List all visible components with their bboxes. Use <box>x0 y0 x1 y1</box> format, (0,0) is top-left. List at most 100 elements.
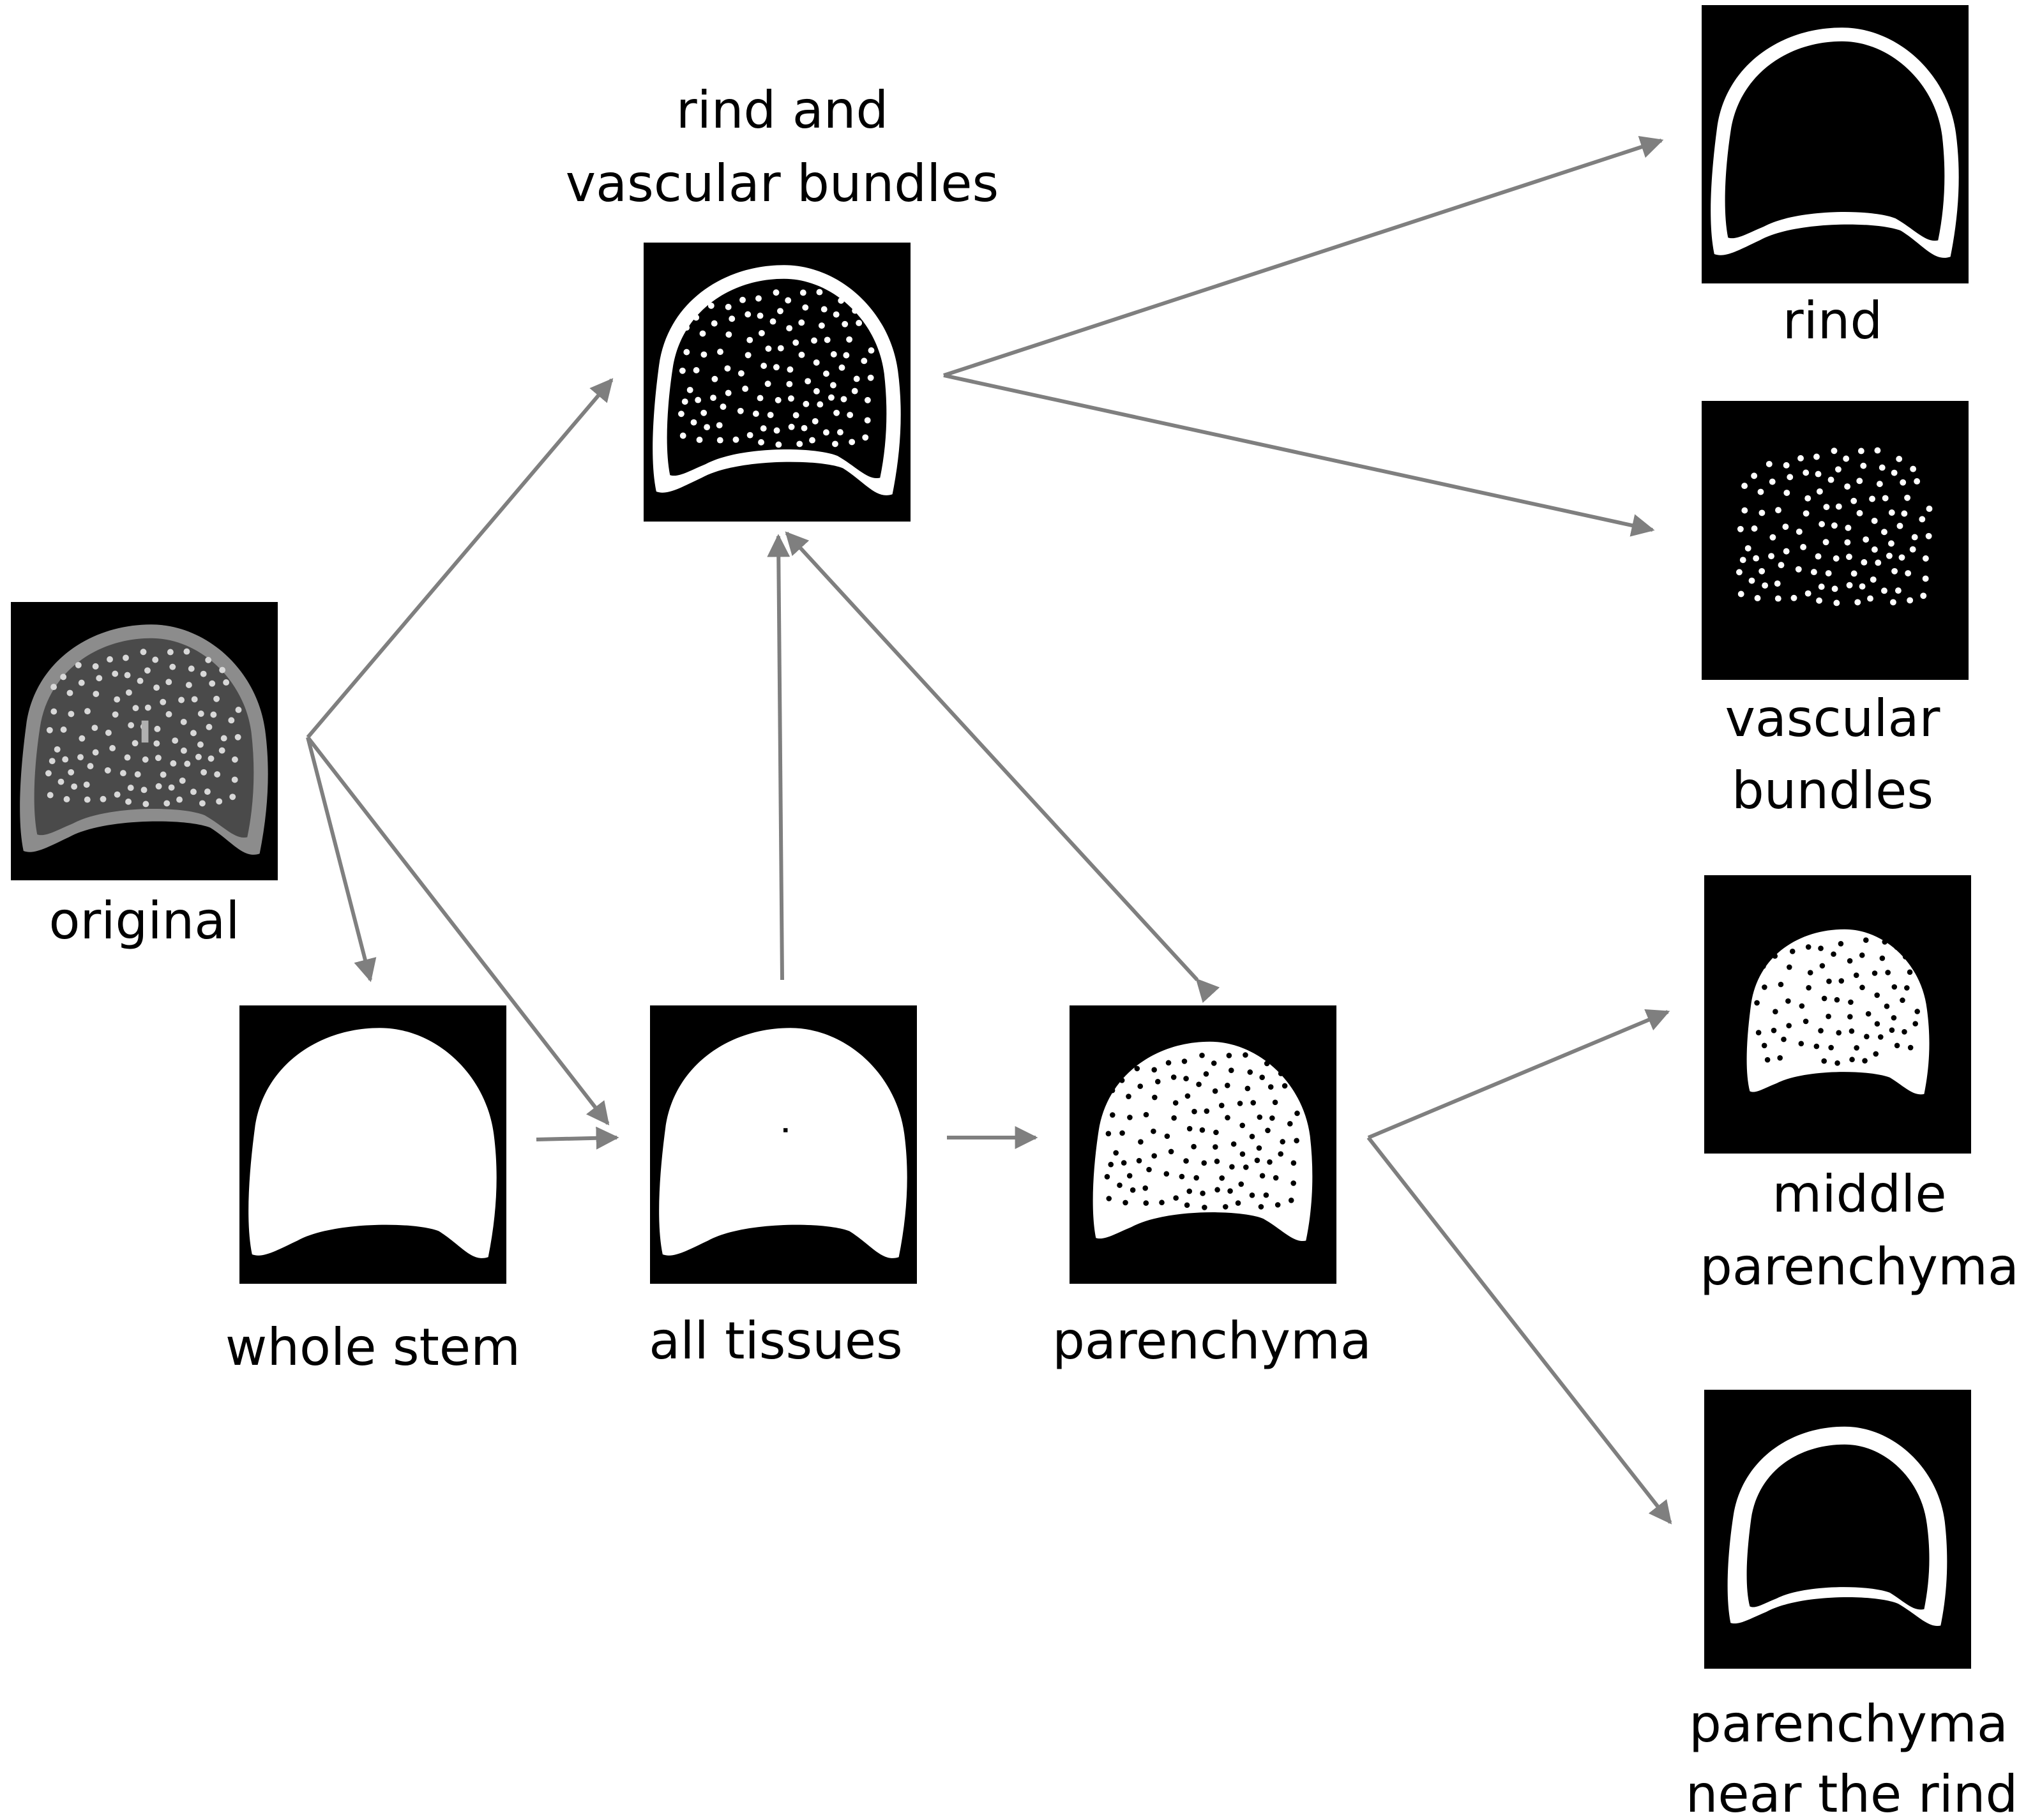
vascular-bundle-dot <box>725 389 732 396</box>
vascular-bundle-dot <box>1797 455 1804 462</box>
vascular-bundle-dot <box>234 733 241 741</box>
vascular-bundle-dot <box>752 410 759 417</box>
vascular-bundle-dot <box>1204 1108 1210 1114</box>
vascular-bundle-dot <box>1238 1181 1244 1187</box>
vascular-bundle-dot <box>50 684 57 691</box>
vascular-bundle-dot <box>1863 536 1870 543</box>
vascular-bundle-dot <box>1104 1174 1110 1180</box>
vascular-bundle-dot <box>1882 939 1888 945</box>
arrow-original-to-whole-stem <box>306 737 377 982</box>
vascular-bundle-dot <box>786 325 793 332</box>
vascular-bundle-dot <box>144 667 151 674</box>
vascular-bundle-dot <box>191 696 198 703</box>
vascular-bundle-dot <box>683 349 690 356</box>
vascular-bundle-dot <box>92 749 99 756</box>
vascular-bundle-dot <box>1751 472 1758 479</box>
vascular-bundle-dot <box>1137 1083 1144 1089</box>
vascular-bundle-dot <box>773 289 780 296</box>
vascular-bundle-dot <box>223 679 230 686</box>
vascular-bundle-dot <box>1739 557 1746 564</box>
vascular-bundle-dot <box>1211 1060 1217 1066</box>
vascular-bundle-dot <box>83 781 90 788</box>
vascular-bundle-dot <box>214 771 221 778</box>
vascular-bundle-dot <box>1771 1027 1777 1034</box>
vascular-bundle-dot <box>63 796 70 802</box>
vascular-bundle-dot <box>818 322 825 329</box>
vascular-bundle-dot <box>1269 1115 1275 1121</box>
vascular-bundle-dot <box>1151 1153 1157 1159</box>
vascular-bundle-dot <box>1833 599 1840 606</box>
vascular-bundle-dot <box>91 725 98 732</box>
vascular-bundle-dot <box>817 401 824 408</box>
vascular-bundle-dot <box>1835 503 1842 510</box>
vascular-bundle-dot <box>861 357 868 365</box>
vascular-bundle-dot <box>1904 494 1911 501</box>
vascular-bundle-dot <box>1884 1004 1890 1009</box>
vascular-bundle-dot <box>777 345 784 352</box>
vascular-bundle-dot <box>1760 963 1766 969</box>
vascular-bundle-dot <box>124 672 131 679</box>
vascular-bundle-dot <box>1163 1171 1170 1177</box>
vascular-bundle-dot <box>1922 575 1929 582</box>
vascular-bundle-dot <box>216 798 223 805</box>
vascular-bundle-dot <box>1845 553 1852 560</box>
vascular-bundle-dot <box>1273 1175 1279 1181</box>
vascular-bundle-dot <box>1121 1160 1127 1166</box>
vascular-bundle-dot <box>154 725 161 732</box>
vascular-bundle-dot <box>847 412 854 418</box>
arrow-rind-and-bundles-to-vascular-bundles <box>943 373 1655 537</box>
vascular-bundle-dot <box>1838 940 1844 947</box>
vascular-bundle-dot <box>123 654 129 661</box>
vascular-bundle-dot <box>786 380 793 387</box>
vascular-bundle-dot <box>1227 1188 1233 1194</box>
vascular-bundle-dot <box>1860 462 1867 469</box>
vascular-bundle-dot <box>867 374 874 381</box>
vascular-bundle-dot <box>813 359 820 366</box>
vascular-bundle-dot <box>1872 970 1878 976</box>
vascular-bundle-dot <box>1282 1083 1288 1089</box>
vascular-bundle-dot <box>1905 570 1912 576</box>
vascular-bundle-dot <box>1912 1021 1918 1027</box>
vascular-bundle-dot <box>1853 972 1859 979</box>
vascular-bundle-dot <box>849 439 856 446</box>
vascular-bundle-dot <box>716 437 723 444</box>
vascular-bundle-dot <box>144 704 151 711</box>
vascular-bundle-dot <box>1907 597 1914 604</box>
vascular-bundle-dot <box>54 746 61 753</box>
vascular-bundle-dot <box>1228 1067 1234 1073</box>
vascular-bundle-dot <box>167 649 174 656</box>
vascular-bundle-dot <box>690 419 697 426</box>
vascular-bundle-dot <box>1907 969 1913 975</box>
vascular-bundle-dot <box>1819 521 1826 528</box>
vascular-bundle-dot <box>1816 488 1823 495</box>
vascular-bundle-dot <box>1768 553 1774 560</box>
vascular-bundle-dot <box>765 345 772 352</box>
vascular-bundle-dot <box>1891 469 1898 476</box>
vascular-bundle-dot <box>757 395 764 402</box>
vascular-bundle-dot <box>1199 1127 1206 1133</box>
arrow-original-to-rind-and-bundles <box>306 378 614 739</box>
vascular-bundle-dot <box>1235 1200 1241 1206</box>
vascular-bundle-dot <box>1219 1175 1225 1181</box>
vascular-bundle-dot <box>1894 944 1900 950</box>
vascular-bundle-dot <box>1861 559 1868 566</box>
vascular-bundle-dot <box>68 769 75 776</box>
vascular-bundle-dot <box>1267 1159 1273 1165</box>
vascular-bundle-dot <box>1804 495 1811 502</box>
vascular-bundle-dot <box>1294 1138 1299 1144</box>
vascular-bundle-dot <box>1874 447 1881 454</box>
vascular-bundle-dot <box>1875 559 1882 566</box>
vascular-bundle-dot <box>1764 1057 1771 1063</box>
arrow-all-tissues-to-rind-and-bundles <box>767 534 790 981</box>
label-original: original <box>49 891 239 951</box>
vascular-bundle-dot <box>1843 455 1850 462</box>
vascular-bundle-dot <box>1813 453 1820 460</box>
vascular-bundle-dot <box>1907 1044 1914 1051</box>
vascular-bundle-dot <box>813 387 820 395</box>
vascular-bundle-dot <box>1146 1166 1152 1173</box>
vascular-bundle-dot <box>1199 1052 1205 1058</box>
vascular-bundle-dot <box>1848 999 1854 1005</box>
vascular-bundle-dot <box>47 792 54 799</box>
arrow-whole-stem-to-all-tissues <box>536 1126 619 1150</box>
vascular-bundle-dot <box>112 711 119 718</box>
